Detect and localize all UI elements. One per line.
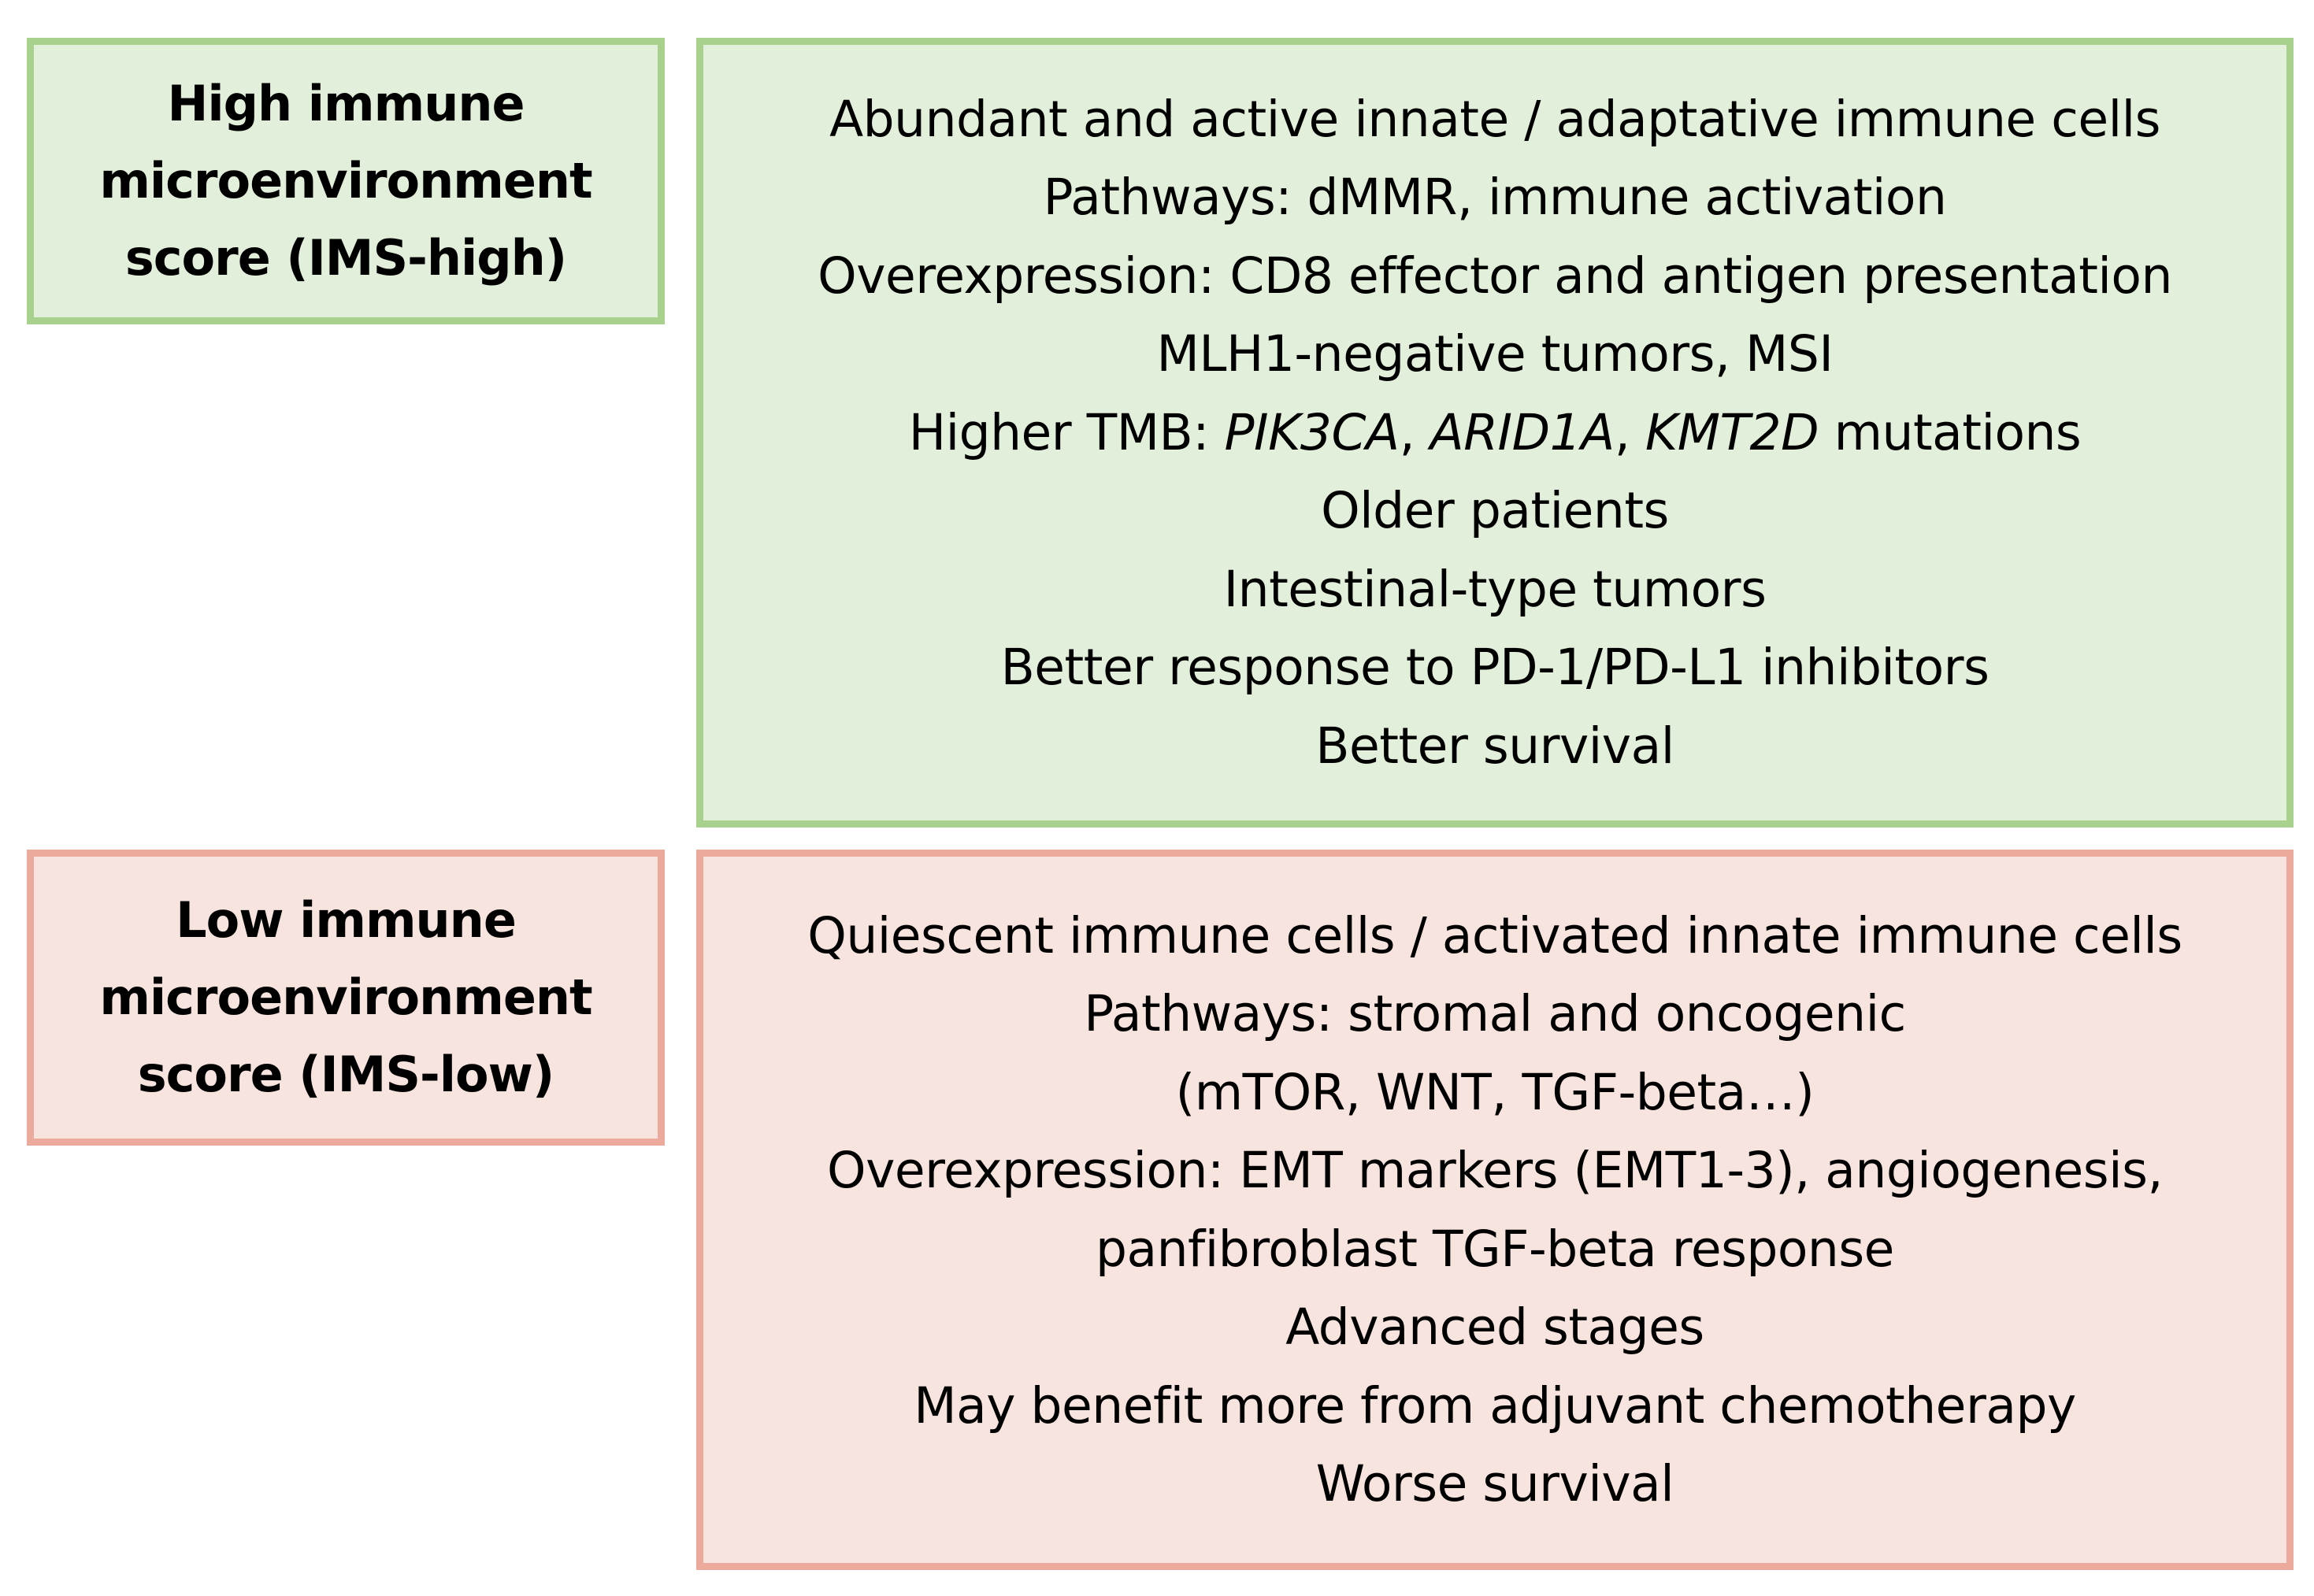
ims-high-feature-age: Older patients	[1321, 482, 1669, 540]
ims-low-feature-survival: Worse survival	[1315, 1455, 1674, 1513]
ims-high-feature-response: Better response to PD-1/PD-L1 inhibitors	[1000, 639, 1990, 697]
ims-low-label-line-1: Low immune	[176, 891, 517, 949]
tmb-suffix: mutations	[1819, 403, 2082, 461]
ims-high-feature-pathways: Pathways: dMMR, immune activation	[1043, 168, 1947, 227]
ims-low-label-line-3: score (IMS-low)	[137, 1046, 554, 1103]
ims-high-feature-survival: Better survival	[1315, 717, 1674, 775]
gene-kmt2d: KMT2D	[1645, 403, 1819, 461]
ims-high-label-line-2: microenvironment	[99, 152, 592, 209]
ims-low-feature-immune-cells: Quiescent immune cells / activated innat…	[807, 906, 2182, 965]
ims-high-features-box: Abundant and active innate / adaptative …	[696, 38, 2294, 828]
ims-high-feature-tmb: Higher TMB: PIK3CA, ARID1A, KMT2D mutati…	[909, 394, 2082, 472]
ims-low-feature-chemotherapy: May benefit more from adjuvant chemother…	[914, 1376, 2076, 1435]
ims-low-feature-pathway-examples: (mTOR, WNT, TGF-beta…)	[1175, 1063, 1815, 1121]
ims-high-feature-mlh1-msi: MLH1-negative tumors, MSI	[1156, 325, 1834, 383]
ims-low-feature-tgf-response: panfibroblast TGF-beta response	[1096, 1220, 1894, 1278]
ims-high-feature-histology: Intestinal-type tumors	[1223, 560, 1767, 618]
ims-low-feature-overexpression: Overexpression: EMT markers (EMT1-3), an…	[827, 1142, 2163, 1199]
ims-low-feature-pathways: Pathways: stromal and oncogenic	[1084, 985, 1906, 1042]
gene-pik3ca: PIK3CA	[1224, 403, 1400, 461]
ims-high-label-line-1: High immune	[167, 75, 525, 132]
ims-low-feature-stages: Advanced stages	[1285, 1298, 1704, 1356]
tmb-prefix: Higher TMB:	[908, 403, 1225, 461]
ims-low-label-box: Low immune microenvironment score (IMS-l…	[27, 850, 665, 1146]
ims-high-label-box: High immune microenvironment score (IMS-…	[27, 38, 665, 324]
gene-separator-2: ,	[1614, 403, 1645, 461]
ims-high-feature-immune-cells: Abundant and active innate / adaptative …	[829, 90, 2160, 148]
ims-low-label-line-2: microenvironment	[99, 968, 592, 1026]
gene-separator-1: ,	[1399, 403, 1430, 461]
ims-low-features-box: Quiescent immune cells / activated innat…	[696, 850, 2294, 1570]
gene-arid1a: ARID1A	[1430, 403, 1615, 461]
ims-high-label-line-3: score (IMS-high)	[124, 229, 567, 287]
ims-high-feature-overexpression: Overexpression: CD8 effector and antigen…	[818, 246, 2172, 305]
